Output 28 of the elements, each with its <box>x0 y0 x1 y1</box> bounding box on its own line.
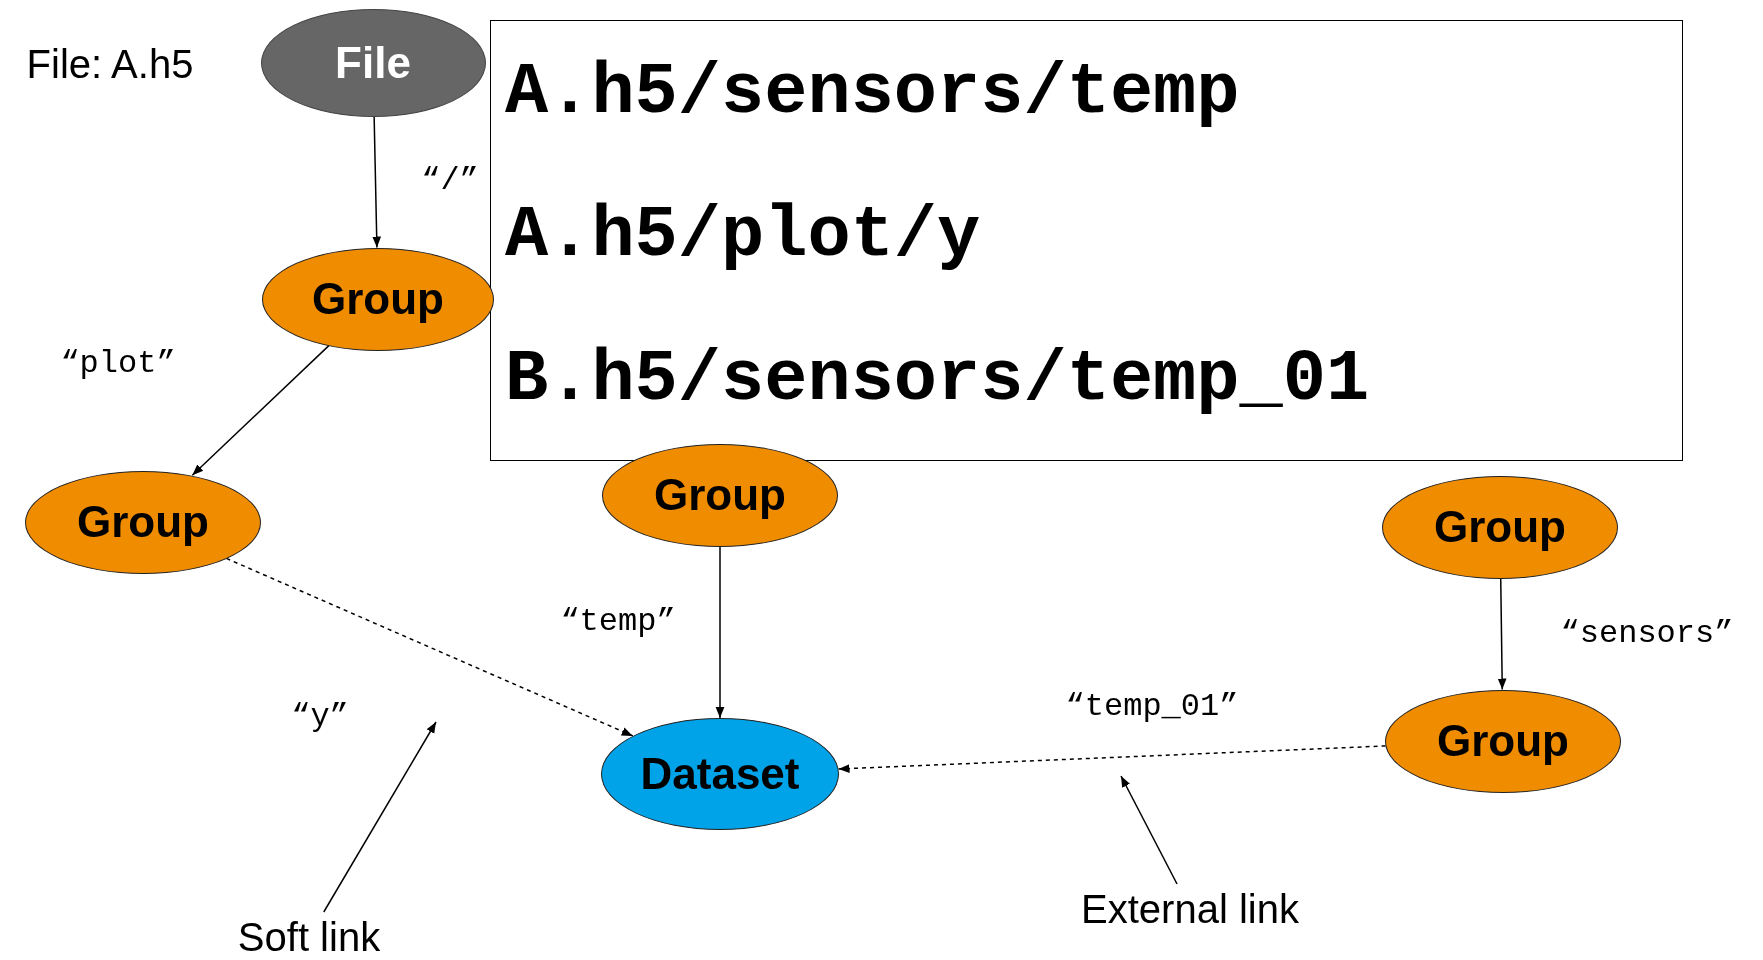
path-text: A.h5/plot/y <box>505 200 981 273</box>
group-ellipse: Group <box>25 470 261 574</box>
file-name-caption: File: A.h5 <box>26 41 194 87</box>
edge-label: “temp” <box>560 602 676 640</box>
link-type-caption: Soft link <box>237 914 381 960</box>
dashed-arrow <box>225 557 634 737</box>
group-ellipse: Group <box>602 443 838 547</box>
path-list-box <box>490 20 1683 461</box>
path-text: A.h5/sensors/temp <box>505 56 1240 129</box>
edge-label: “temp_01” <box>1065 687 1239 725</box>
edge-label: “sensors” <box>1560 614 1734 652</box>
edge-label: “/” <box>421 161 479 199</box>
arrow <box>1497 577 1507 691</box>
file-ellipse: File <box>260 9 486 117</box>
arrow <box>715 545 725 719</box>
edge-label: “y” <box>291 697 349 735</box>
dataset-ellipse: Dataset <box>601 718 839 830</box>
edge-label: “plot” <box>60 344 176 382</box>
leader-arrow <box>323 721 437 913</box>
dashed-arrow <box>837 745 1387 773</box>
group-ellipse: Group <box>1382 475 1618 579</box>
leader-arrow <box>1120 775 1178 885</box>
arrow <box>372 116 382 249</box>
link-type-caption: External link <box>1081 886 1299 932</box>
group-ellipse: Group <box>1385 689 1621 793</box>
arrow <box>191 344 330 476</box>
group-ellipse: Group <box>262 247 494 351</box>
path-text: B.h5/sensors/temp_01 <box>505 344 1370 417</box>
